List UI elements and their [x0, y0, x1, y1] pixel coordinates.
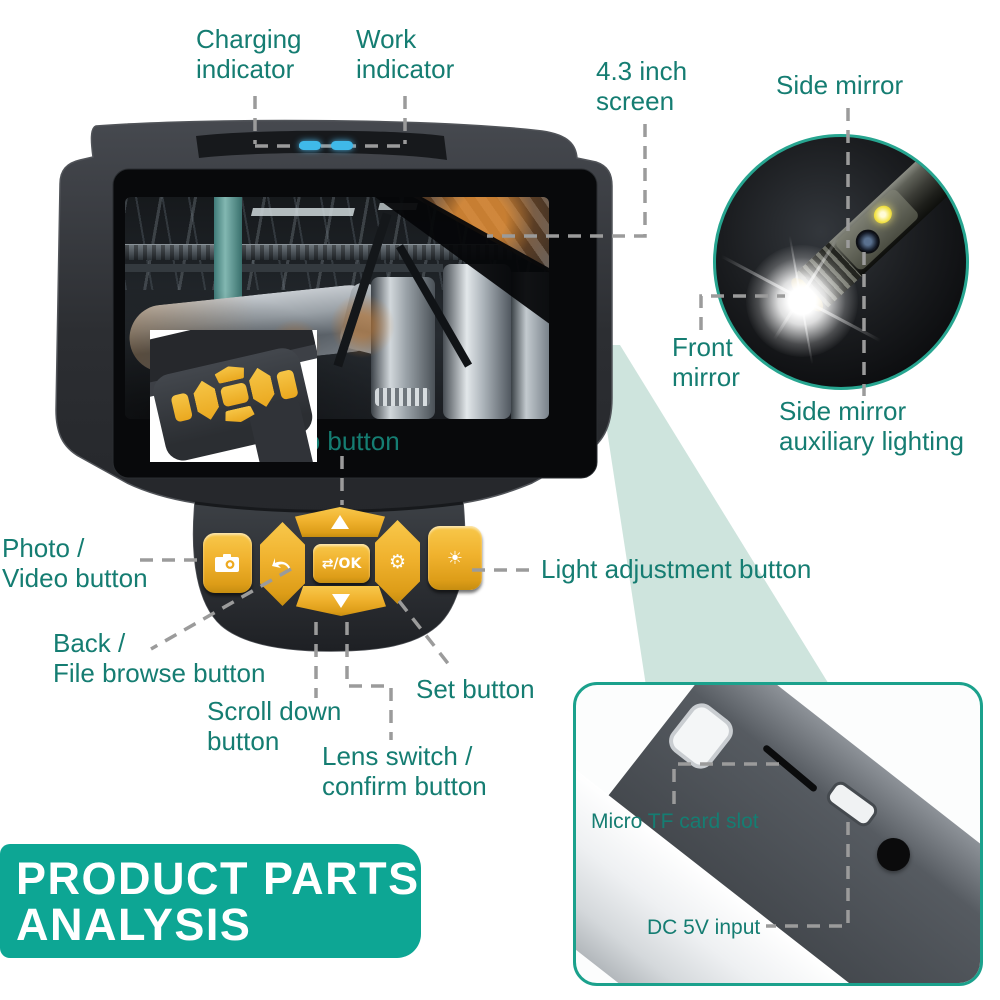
handle-closeup-inset	[150, 330, 317, 462]
side-mirror-lens	[850, 224, 885, 259]
handle-group	[150, 330, 317, 462]
scroll-down-button	[296, 586, 386, 616]
set-button: ⚙	[375, 520, 420, 604]
ok-lens-switch-button: ⇄/OK	[313, 544, 370, 583]
charging-led	[299, 141, 321, 150]
work-led	[331, 141, 353, 150]
brightness-sun-icon: ☀	[446, 547, 464, 569]
down-triangle-icon	[332, 594, 350, 608]
callout-side-mirror: Side mirror	[776, 70, 904, 100]
title-banner: PRODUCT PARTS ANALYSIS	[0, 844, 421, 958]
callout-back-file: Back / File browse button	[53, 628, 266, 688]
callout-lens-switch: Lens switch / confirm button	[322, 741, 487, 801]
callout-micro-tf: Micro TF card slot	[591, 810, 759, 833]
back-arrow-icon	[271, 558, 291, 571]
ports-closeup-inset	[573, 682, 983, 986]
up-triangle-icon	[331, 515, 349, 529]
ok-button-label: ⇄/OK	[321, 555, 362, 572]
callout-work-indicator: Work indicator	[356, 24, 455, 84]
callout-light-adjust: Light adjustment button	[541, 554, 812, 584]
connector-lens-switch	[345, 622, 393, 740]
callout-side-mirror-aux: Side mirror auxiliary lighting	[779, 396, 964, 456]
callout-screen: 4.3 inch screen	[596, 56, 688, 116]
dc-jack	[877, 838, 910, 871]
callout-front-mirror: Front mirror	[672, 332, 740, 392]
gear-icon: ⚙	[388, 551, 407, 573]
callout-scroll-down: Scroll down button	[207, 696, 342, 756]
light-adjustment-button: ☀	[428, 526, 482, 590]
callout-photo-video: Photo / Video button	[2, 533, 148, 593]
side-aux-led	[870, 201, 896, 228]
callout-set: Set button	[416, 674, 535, 704]
photo-video-button	[203, 533, 252, 593]
scroll-up-button	[295, 507, 385, 537]
back-file-button	[260, 522, 305, 606]
callout-charging-indicator: Charging indicator	[196, 24, 302, 84]
connector-set	[397, 599, 452, 668]
led-recess	[196, 130, 447, 160]
camera-icon	[214, 553, 239, 572]
callout-dc-input: DC 5V input	[647, 916, 761, 939]
probe-closeup-inset	[713, 134, 969, 390]
